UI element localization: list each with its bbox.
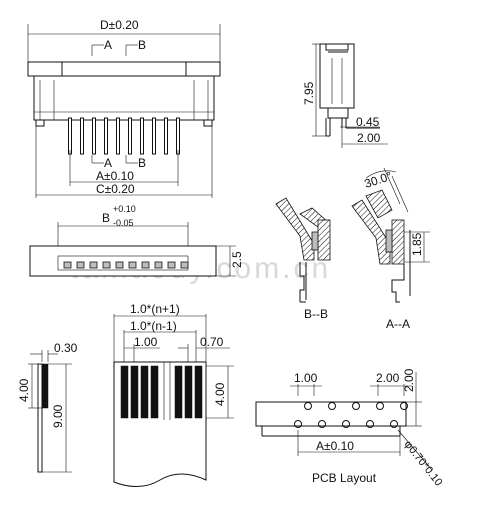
front-pin — [128, 261, 137, 269]
dim-pcb-hole: φ0.70*0.10 — [402, 438, 445, 488]
top-pin — [116, 117, 120, 155]
front-pin — [115, 261, 124, 269]
dim-pcb-row: 2.00 — [402, 368, 416, 392]
dim-fpc-contact: 4.00 — [213, 382, 227, 406]
dim-fpc-thickness: 0.30 — [54, 341, 78, 355]
dim-b-label: B — [102, 211, 110, 225]
pcb-footprint — [255, 401, 407, 427]
dim-pcb-a: A±0.10 — [316, 439, 354, 453]
fpc-top: 1.0*(n+1) 1.0*(n-1) 1.00 0.70 4.00 — [113, 302, 234, 487]
front-pin — [63, 261, 72, 269]
top-pin — [164, 117, 168, 155]
fpc-stiffener — [41, 363, 49, 409]
dim-b-minus: -0.05 — [113, 218, 134, 228]
top-view: D±0.20 A B A B A±0.10 — [27, 18, 221, 198]
fpc-base — [37, 363, 43, 473]
pcb-hole — [318, 420, 326, 428]
fpc-contact — [194, 365, 203, 419]
top-pin — [68, 117, 72, 155]
front-pin — [102, 261, 111, 269]
pcb-hole — [390, 420, 398, 428]
pcb-hole — [376, 402, 384, 410]
front-pin — [141, 261, 150, 269]
section-b-top: B — [138, 38, 146, 52]
dim-side-foot: 2.00 — [357, 131, 381, 145]
pcb-hole — [304, 402, 312, 410]
fpc-contact — [140, 365, 149, 419]
dim-pcb-offset: 2.00 — [376, 371, 400, 385]
dim-fpc-width: 0.70 — [200, 335, 224, 349]
pcb-layout: 1.00 2.00 2.00 A±0.10 φ0.70*0.10 PCB Lay… — [255, 368, 445, 489]
dim-fpc-stiff: 4.00 — [17, 378, 31, 402]
front-pin — [154, 261, 163, 269]
side-view: 7.95 0.45 2.00 — [302, 43, 388, 148]
dim-c-label: C±0.20 — [96, 182, 135, 196]
label-aa: A--A — [386, 317, 410, 331]
side-housing — [319, 43, 355, 109]
dim-b-plus: +0.10 — [113, 204, 136, 214]
pcb-layout-label: PCB Layout — [312, 471, 377, 485]
top-pin — [92, 117, 96, 155]
front-pin — [76, 261, 85, 269]
pcb-hole — [328, 402, 336, 410]
fpc-contact — [130, 365, 139, 419]
fpc-contact — [120, 365, 129, 419]
front-pin — [180, 261, 189, 269]
dim-185: 1.85 — [410, 232, 424, 256]
top-pin — [104, 117, 108, 155]
dim-side-height: 7.95 — [302, 81, 316, 105]
dim-side-pin: 0.45 — [356, 115, 380, 129]
fpc-profile: 0.30 4.00 9.00 — [17, 341, 78, 473]
top-pin — [140, 117, 144, 155]
dim-a-label: A±0.10 — [96, 169, 134, 183]
housing-body — [33, 75, 215, 121]
fpc-contact — [150, 365, 159, 419]
dim-n-plus: 1.0*(n+1) — [130, 302, 180, 316]
top-pins — [68, 117, 180, 155]
dim-d-label: D±0.20 — [100, 18, 139, 32]
top-pin — [80, 117, 84, 155]
label-bb: B--B — [304, 307, 328, 321]
dim-pcb-pitch: 1.00 — [294, 371, 318, 385]
section-a-a: 30.0° 1.85 A--A — [351, 167, 430, 331]
pcb-holes — [294, 402, 408, 428]
front-housing — [29, 245, 217, 277]
pcb-hole — [342, 420, 350, 428]
section-b-b: B--B — [275, 197, 331, 321]
section-b-bottom: B — [138, 156, 146, 170]
fpc-contacts — [120, 365, 203, 419]
pcb-hole — [352, 402, 360, 410]
top-pin — [128, 117, 132, 155]
pcb-hole — [400, 402, 408, 410]
top-pin — [176, 117, 180, 155]
dim-front-height: 2.5 — [230, 251, 244, 268]
dim-n-minus: 1.0*(n-1) — [130, 319, 177, 333]
front-pins — [63, 261, 189, 269]
front-pin — [167, 261, 176, 269]
fpc-contact — [184, 365, 193, 419]
section-a-top: A — [104, 38, 112, 52]
dim-fpc-pitch: 1.00 — [134, 335, 158, 349]
pcb-hole — [294, 420, 302, 428]
dim-fpc-total: 9.00 — [51, 404, 65, 428]
front-view: B +0.10 -0.05 2.5 — [29, 204, 244, 277]
front-pin — [89, 261, 98, 269]
pcb-hole — [366, 420, 374, 428]
dim-angle: 30.0° — [363, 169, 394, 191]
section-a-bottom: A — [104, 156, 112, 170]
fpc-contact — [174, 365, 183, 419]
top-pin — [152, 117, 156, 155]
